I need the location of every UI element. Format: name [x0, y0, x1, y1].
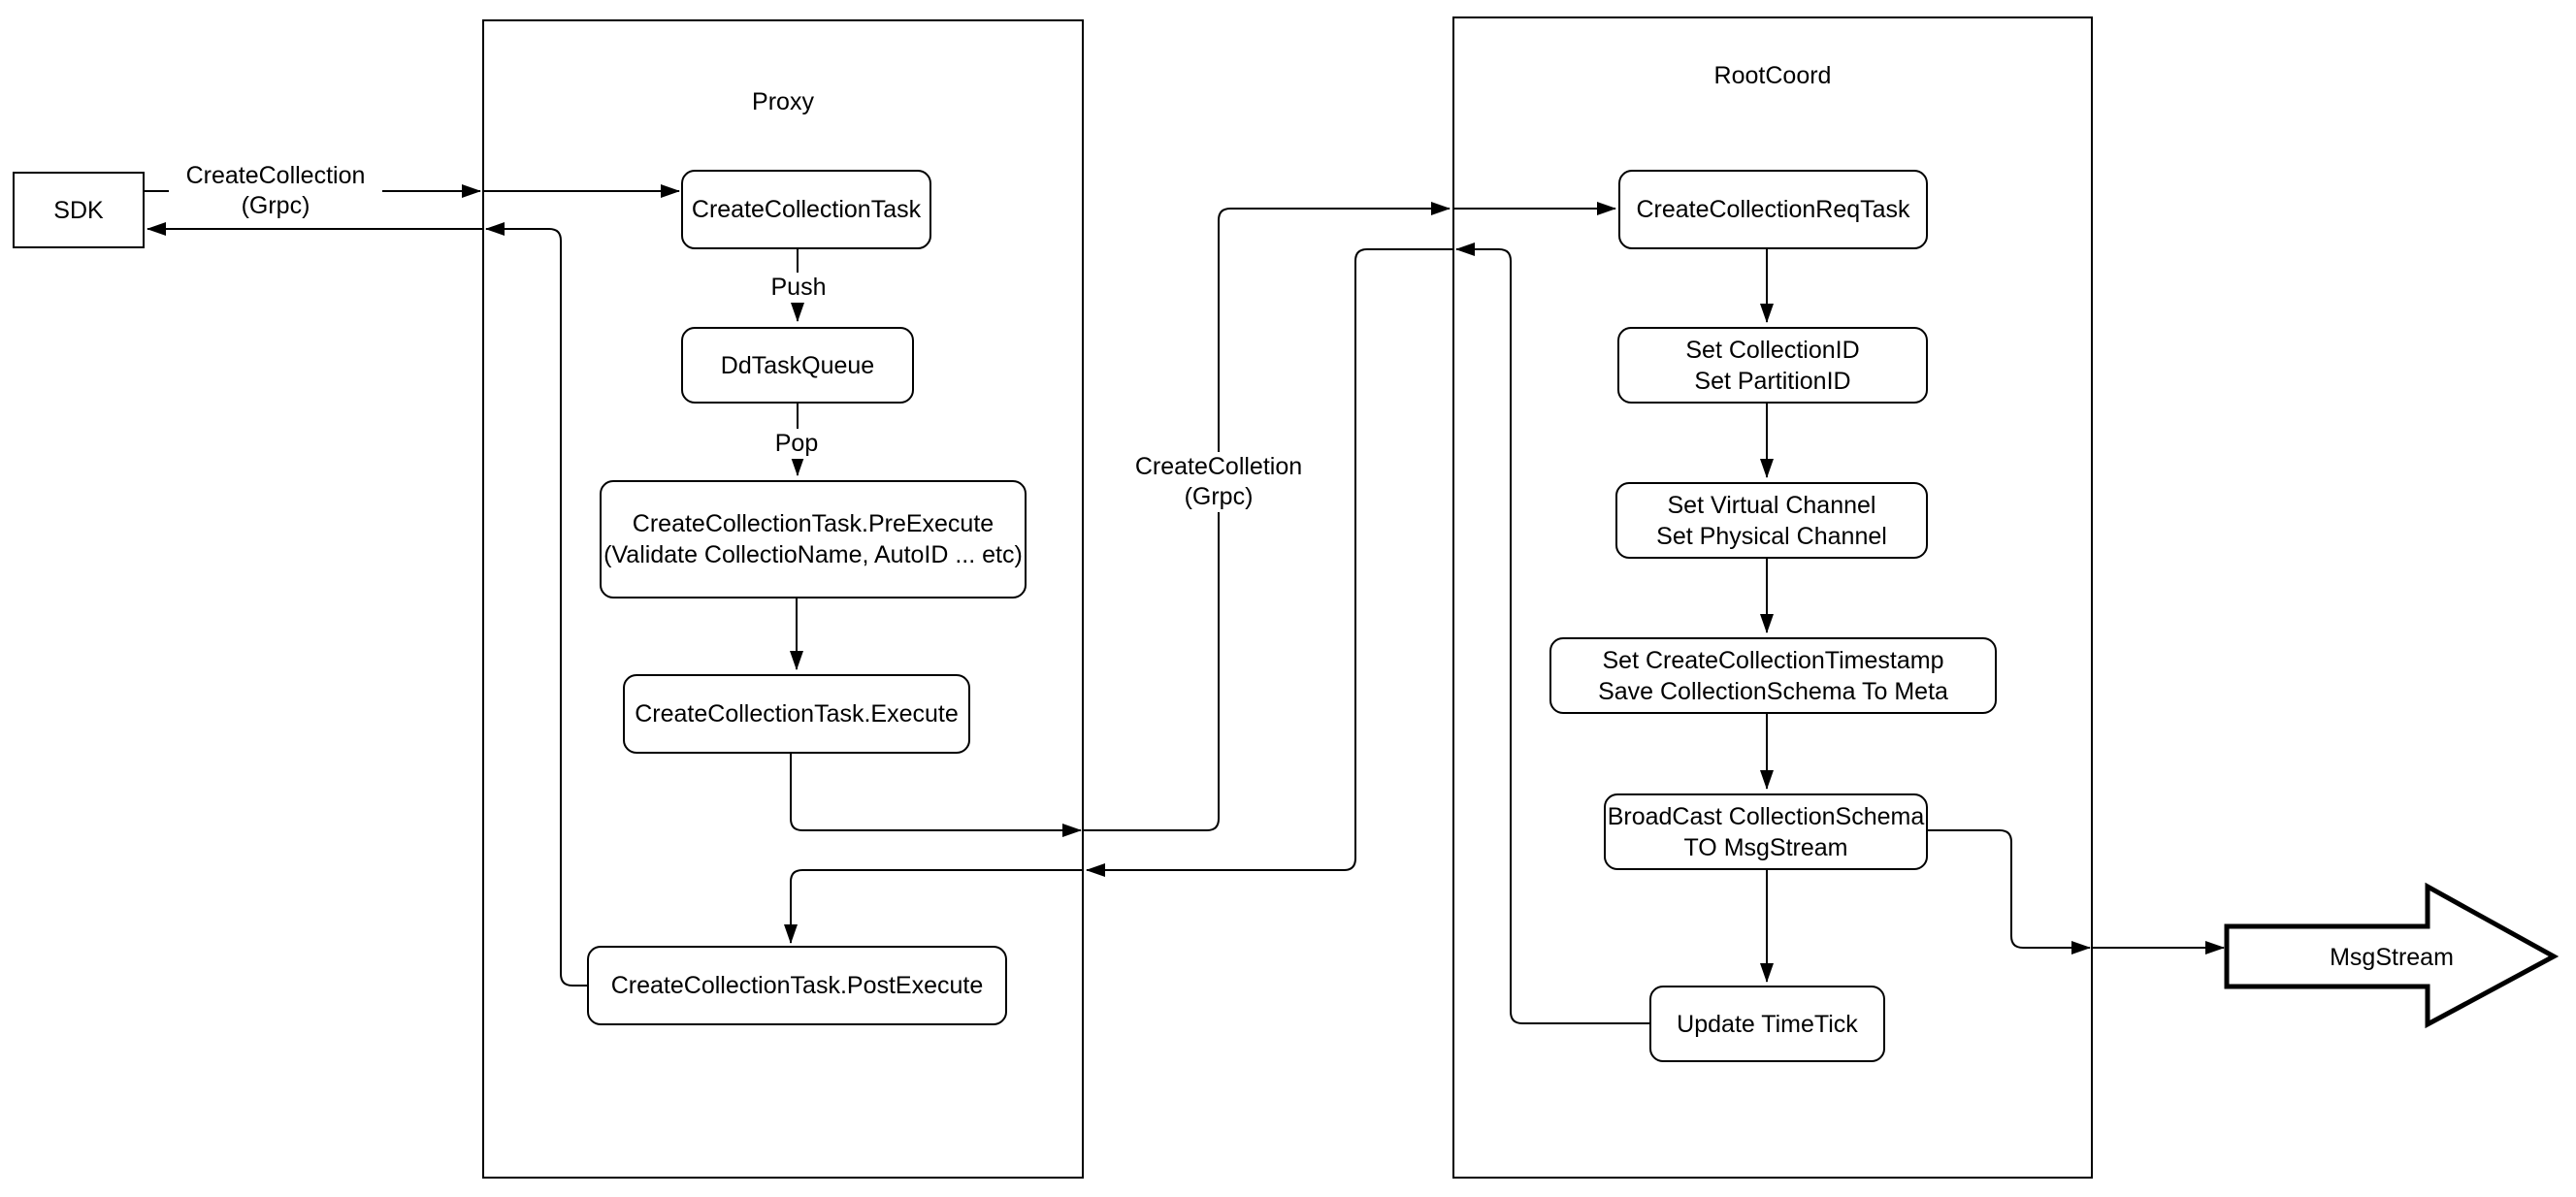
node-dd-task-queue: DdTaskQueue [681, 327, 914, 404]
node-set-timestamp: Set CreateCollectionTimestamp Save Colle… [1549, 637, 1997, 714]
node-broadcast: BroadCast CollectionSchema TO MsgStream [1604, 793, 1928, 870]
node-set-channel: Set Virtual Channel Set Physical Channel [1615, 482, 1928, 559]
edge-rootcoord-boundary-to-proxy [1086, 248, 1452, 877]
edge-label-pop: Pop [748, 429, 845, 459]
rootcoord-container [1452, 16, 2093, 1179]
edge-broadcast-to-rootcoord-right-boundary [1928, 829, 2091, 954]
proxy-container [482, 19, 1084, 1179]
edge-postexecute-to-boundary [485, 222, 587, 987]
node-sdk: SDK [13, 172, 145, 248]
edge-label-createcollection-grpc: CreateCollection (Grpc) [169, 161, 382, 221]
edge-proxy-boundary-to-postexecute [784, 869, 1084, 944]
rootcoord-container-title: RootCoord [1713, 62, 1832, 89]
edge-updatetimetick-to-rootcoord-boundary [1455, 243, 1649, 1024]
node-pre-execute: CreateCollectionTask.PreExecute (Validat… [600, 480, 1027, 598]
edge-proxy-boundary-to-rootcoord [1084, 202, 1451, 831]
node-execute: CreateCollectionTask.Execute [623, 674, 970, 754]
msgstream-arrow [2224, 882, 2560, 1029]
node-create-collection-task: CreateCollectionTask [681, 170, 931, 249]
node-update-timetick: Update TimeTick [1649, 986, 1885, 1062]
msgstream-label: MsgStream [2330, 944, 2454, 971]
edge-label-push: Push [750, 273, 847, 303]
node-set-collection-id: Set CollectionID Set PartitionID [1617, 327, 1928, 404]
node-create-collection-req-task: CreateCollectionReqTask [1618, 170, 1928, 249]
edge-label-createcolletion-grpc: CreateColletion (Grpc) [1112, 452, 1325, 512]
node-post-execute: CreateCollectionTask.PostExecute [587, 946, 1007, 1025]
proxy-container-title: Proxy [752, 88, 814, 115]
edge-execute-to-proxy-boundary [790, 754, 1082, 837]
